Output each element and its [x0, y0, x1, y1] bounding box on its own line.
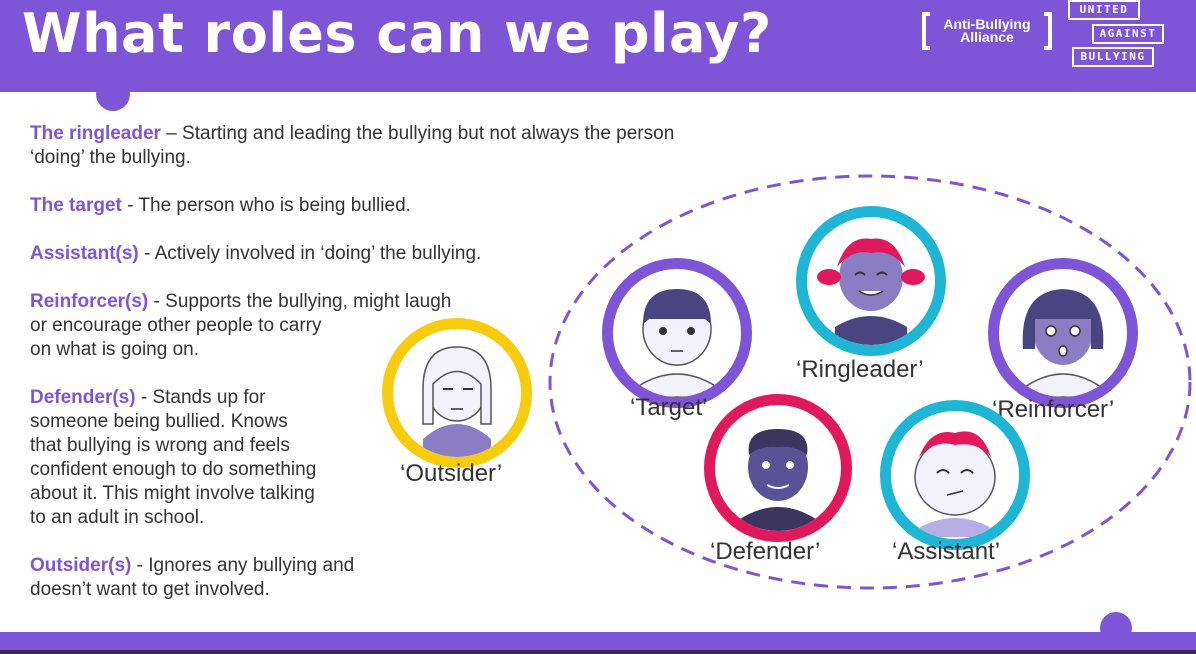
- role-text: on what is going on.: [30, 339, 200, 360]
- role-description-outsider: Outsider(s) - Ignores any bullying and d…: [30, 554, 354, 602]
- role-text: confident enough to do something: [30, 459, 317, 480]
- role-description-ringleader: The ringleader – Starting and leading th…: [30, 122, 674, 170]
- role-description-defender: Defender(s) - Stands up for someone bein…: [30, 386, 316, 530]
- logo-uab-line3: BULLYING: [1072, 47, 1154, 67]
- target-avatar: [602, 258, 752, 408]
- role-text: Actively involved in ‘doing’ the bullyin…: [154, 243, 482, 264]
- footer-line: [0, 650, 1196, 654]
- role-text: someone being bullied. Knows: [30, 411, 288, 432]
- separator: –: [160, 123, 183, 144]
- label-outsider: ‘Outsider’: [400, 460, 503, 487]
- label-ringleader: ‘Ringleader’: [796, 356, 924, 383]
- logo-abal-line1: Anti-Bullying: [943, 16, 1031, 32]
- role-text: ‘doing’ the bullying.: [30, 147, 191, 168]
- role-text: The person who is being bullied.: [138, 195, 411, 216]
- role-name: Outsider(s): [30, 555, 132, 576]
- separator: -: [148, 291, 166, 312]
- role-description-target: The target - The person who is being bul…: [30, 194, 411, 218]
- role-description-assistant: Assistant(s) - Actively involved in ‘doi…: [30, 242, 481, 266]
- role-text: Starting and leading the bullying but no…: [182, 123, 675, 144]
- assistant-avatar: [880, 400, 1030, 550]
- logo-uab-line1: UNITED: [1068, 0, 1140, 20]
- role-name: Reinforcer(s): [30, 291, 149, 312]
- page-title: What roles can we play?: [22, 2, 772, 65]
- separator: -: [121, 195, 139, 216]
- united-against-bullying-logo: UNITED AGAINST BULLYING: [1064, 0, 1172, 70]
- logo-abal-line2: Alliance: [960, 29, 1014, 45]
- logo-bracket-left: [922, 12, 930, 50]
- role-text: that bullying is wrong and feels: [30, 435, 290, 456]
- separator: -: [131, 555, 149, 576]
- separator: -: [138, 243, 155, 264]
- logo-uab-line2: AGAINST: [1092, 24, 1164, 44]
- role-text: Ignores any bullying and: [148, 555, 355, 576]
- role-text: or encourage other people to carry: [30, 315, 322, 336]
- header-banner: What roles can we play? Anti-Bullying Al…: [0, 0, 1196, 92]
- role-name: The target: [30, 195, 122, 216]
- label-reinforcer: ‘Reinforcer’: [992, 396, 1115, 423]
- role-name: The ringleader: [30, 123, 161, 144]
- role-name: Assistant(s): [30, 243, 139, 264]
- ringleader-avatar: [796, 206, 946, 356]
- role-text: doesn’t want to get involved.: [30, 579, 270, 600]
- separator: -: [135, 387, 153, 408]
- reinforcer-avatar: [988, 258, 1138, 408]
- role-name: Defender(s): [30, 387, 136, 408]
- label-defender: ‘Defender’: [710, 538, 821, 565]
- role-text: Supports the bullying, might laugh: [165, 291, 452, 312]
- defender-avatar: [704, 394, 852, 542]
- role-text: about it. This might involve talking: [30, 483, 315, 504]
- role-text: Stands up for: [152, 387, 266, 408]
- anti-bullying-alliance-logo: Anti-Bullying Alliance: [922, 12, 1052, 52]
- role-description-reinforcer: Reinforcer(s) - Supports the bullying, m…: [30, 290, 451, 362]
- logo-bracket-right: [1044, 12, 1052, 50]
- outsider-avatar: [382, 318, 532, 468]
- label-target: ‘Target’: [630, 394, 708, 421]
- label-assistant: ‘Assistant’: [892, 538, 1001, 565]
- footer-bar: [0, 632, 1196, 654]
- role-text: to an adult in school.: [30, 507, 205, 528]
- decorative-dot: [96, 77, 130, 111]
